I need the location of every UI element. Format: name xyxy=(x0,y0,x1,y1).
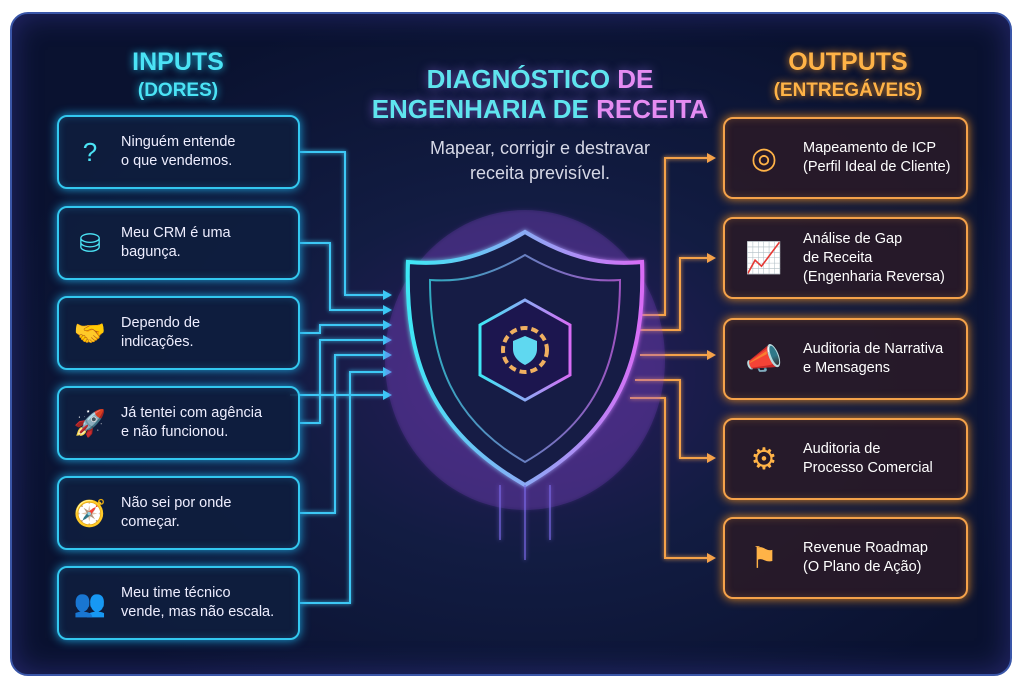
inputs-subtitle: (DORES) xyxy=(137,80,219,101)
center-title-line2: ENGENHARIA DE RECEITA xyxy=(360,94,720,125)
output-text: Análise de Gap de Receita (Engenharia Re… xyxy=(803,230,945,285)
process-gears-icon: ⚙ xyxy=(750,442,778,476)
input-card: ? Ninguém entende o que vendemos. xyxy=(57,115,300,189)
input-text: Meu time técnico vende, mas não escala. xyxy=(121,585,275,620)
title-word: RECEITA xyxy=(596,94,709,124)
output-card: ◎ Mapeamento de ICP (Perfil Ideal de Clie… xyxy=(723,117,968,199)
input-card: 🚀 Já tentei com agência e não funcionou. xyxy=(57,386,300,460)
output-card: 📣 Auditoria de Narrativa e Mensagens xyxy=(723,318,968,400)
growth-chart-icon: 📈 xyxy=(745,241,783,275)
megaphone-icon: 📣 xyxy=(745,342,783,376)
input-card: 👥 Meu time técnico vende, mas não escala. xyxy=(57,566,300,640)
title-word: DE xyxy=(617,64,654,94)
output-text: Mapeamento de ICP (Perfil Ideal de Clien… xyxy=(803,140,951,175)
input-arrows xyxy=(290,151,390,604)
input-card: 🧭 Não sei por onde começar. xyxy=(57,476,300,550)
center-subtitle: Mapear, corrigir e destravar receita pre… xyxy=(429,138,651,183)
input-card: ⛁ Meu CRM é uma bagunça. xyxy=(57,206,300,280)
database-network-icon: ⛁ xyxy=(79,227,101,258)
title-word: DIAGNÓSTICO xyxy=(426,64,611,94)
input-text: Não sei por onde começar. xyxy=(121,495,232,530)
input-text: Dependo de indicações. xyxy=(121,315,201,350)
output-text: Auditoria de Processo Comercial xyxy=(803,441,933,476)
input-text: Já tentei com agência e não funcionou. xyxy=(121,405,263,440)
output-text: Revenue Roadmap (O Plano de Ação) xyxy=(803,540,928,575)
compass-icon: 🧭 xyxy=(73,497,107,528)
shield-gear-icon xyxy=(385,210,665,560)
title-word: ENGENHARIA DE xyxy=(371,94,589,124)
input-card: 🤝 Dependo de indicações. xyxy=(57,296,300,370)
outputs-title: OUTPUTS xyxy=(788,48,908,76)
center-title-line1: DIAGNÓSTICO DE xyxy=(360,64,720,95)
input-text: Ninguém entende o que vendemos. xyxy=(121,134,236,169)
target-person-icon: ◎ xyxy=(750,141,778,175)
rocket-icon: 🚀 xyxy=(73,407,107,438)
outputs-subtitle: (ENTREGÁVEIS) xyxy=(773,80,923,101)
inputs-title: INPUTS xyxy=(132,48,224,76)
input-text: Meu CRM é uma bagunça. xyxy=(121,225,231,260)
roadmap-icon: ⚑ xyxy=(750,541,778,575)
question-head-icon: ? xyxy=(82,136,98,167)
output-card: ⚑ Revenue Roadmap (O Plano de Ação) xyxy=(723,517,968,599)
output-card: 📈 Análise de Gap de Receita (Engenharia R… xyxy=(723,217,968,299)
output-card: ⚙ Auditoria de Processo Comercial xyxy=(723,418,968,500)
handshake-icon: 🤝 xyxy=(73,317,107,348)
output-text: Auditoria de Narrativa e Mensagens xyxy=(803,341,944,376)
team-lock-icon: 👥 xyxy=(73,587,107,618)
